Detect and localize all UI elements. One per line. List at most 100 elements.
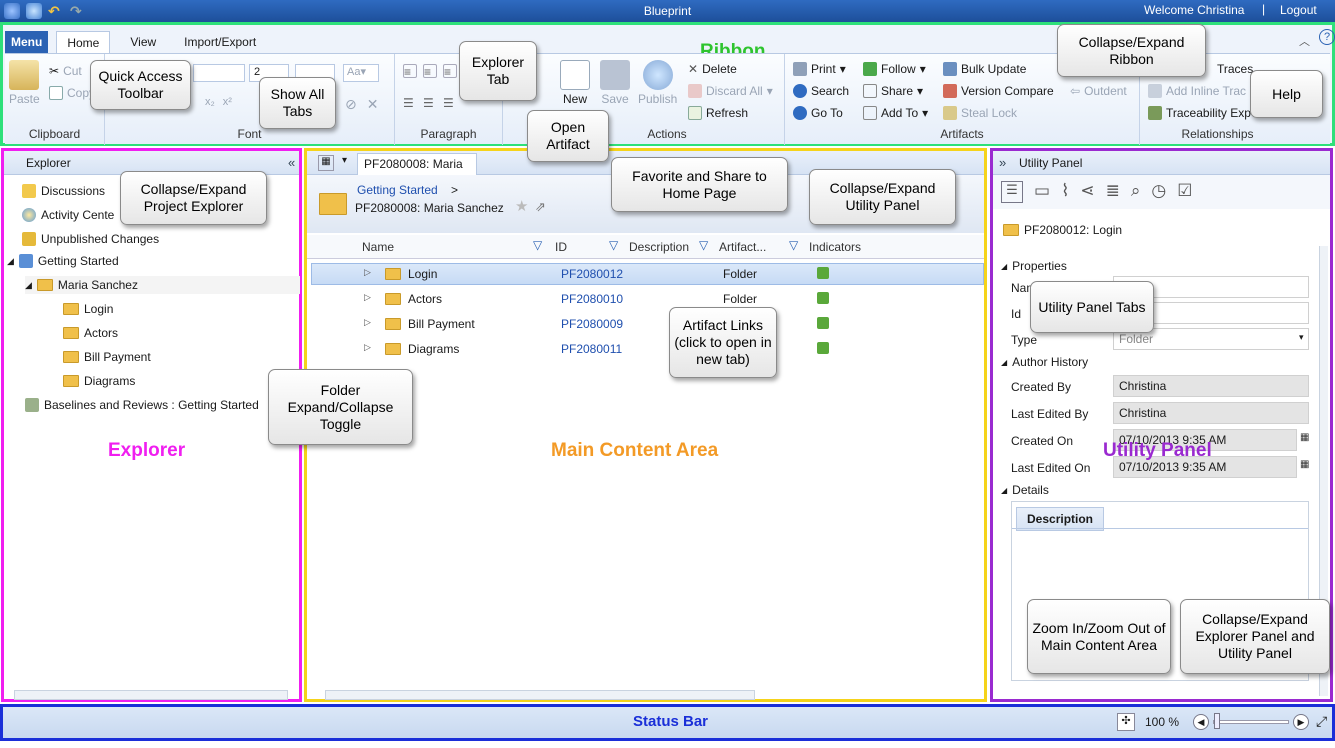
filter-icon[interactable]: ▽: [789, 238, 799, 252]
expand-toggle-icon[interactable]: ▷: [364, 317, 371, 327]
breadcrumb-link[interactable]: Getting Started: [357, 183, 438, 197]
superscript-icon[interactable]: x²: [222, 96, 232, 108]
help-icon[interactable]: ?: [1319, 29, 1335, 45]
paste-button[interactable]: Paste: [9, 60, 40, 106]
discussions-tab-icon[interactable]: ▭: [1034, 181, 1051, 200]
artifact-link[interactable]: PF2080010: [561, 292, 624, 306]
tab-view[interactable]: View: [130, 35, 157, 49]
show-all-tabs-icon[interactable]: ▦: [318, 155, 334, 171]
fit-to-window-icon[interactable]: ✣: [1117, 713, 1135, 731]
tab-dropdown-icon[interactable]: ▾: [342, 155, 348, 166]
zoom-out-icon[interactable]: ◀: [1193, 714, 1209, 730]
expand-toggle-icon[interactable]: ▷: [364, 267, 371, 277]
utility-scrollbar[interactable]: [1319, 246, 1328, 696]
font-family-select[interactable]: [193, 64, 245, 82]
subscript-icon[interactable]: x₂: [205, 96, 215, 108]
collapse-ribbon-icon[interactable]: ︿: [1299, 36, 1310, 48]
expand-toggle-icon[interactable]: ▷: [364, 342, 371, 352]
review-tab-icon[interactable]: ☑: [1177, 181, 1193, 200]
new-button[interactable]: New: [560, 60, 590, 106]
tree-item-getting-started[interactable]: ◢Getting Started: [7, 252, 119, 270]
description-tab[interactable]: Description: [1016, 507, 1105, 531]
tree-item-login[interactable]: Login: [63, 300, 113, 318]
insert-link-icon[interactable]: ⊘: [345, 96, 357, 112]
delete-button[interactable]: ✕Delete: [688, 62, 737, 76]
copy-button[interactable]: Copy: [49, 86, 95, 100]
align-right-icon[interactable]: ☰: [443, 96, 454, 110]
save-button[interactable]: Save: [600, 60, 630, 106]
indent-icon[interactable]: ≡: [443, 64, 457, 79]
add-inline-trace-button[interactable]: Add Inline Trac: [1148, 84, 1246, 98]
attachments-tab-icon[interactable]: ⌇: [1061, 181, 1070, 200]
traces-button[interactable]: Traces: [1217, 62, 1253, 76]
author-history-section[interactable]: ◢Author History: [1001, 355, 1089, 369]
tree-item-activity-center[interactable]: Activity Cente: [22, 203, 298, 227]
zoom-slider-handle[interactable]: [1214, 713, 1220, 729]
expand-toggle-icon[interactable]: ▷: [364, 292, 371, 302]
cut-button[interactable]: ✂Cut: [49, 64, 82, 78]
zoom-slider[interactable]: [1213, 720, 1289, 724]
filter-icon[interactable]: ▽: [699, 238, 709, 252]
history-tab-icon[interactable]: ≣: [1105, 181, 1120, 200]
explorer-scrollbar[interactable]: [14, 690, 288, 700]
follow-button[interactable]: Follow▾: [863, 62, 926, 76]
description-editor[interactable]: [1012, 528, 1308, 678]
properties-section[interactable]: ◢Properties: [1001, 259, 1067, 273]
chevron-down-icon[interactable]: ▾: [1299, 332, 1304, 342]
steal-lock-button[interactable]: Steal Lock: [943, 106, 1017, 120]
column-id[interactable]: ID: [555, 240, 567, 254]
artifact-link[interactable]: PF2080009: [561, 317, 624, 331]
clock-tab-icon[interactable]: ◷: [1151, 181, 1167, 200]
tree-item-baselines[interactable]: Baselines and Reviews : Getting Started: [25, 396, 259, 414]
share-button[interactable]: Share▾: [863, 84, 923, 98]
app-logo-icon[interactable]: [4, 3, 20, 19]
redo-icon[interactable]: ↷: [70, 3, 82, 19]
prop-type-select[interactable]: Folder: [1113, 328, 1309, 350]
artifact-link[interactable]: PF2080011: [561, 342, 623, 356]
undo-icon[interactable]: ↶: [48, 3, 60, 19]
artifact-tab[interactable]: PF2080008: Maria: [357, 153, 477, 175]
share-home-icon[interactable]: ⇗: [535, 199, 546, 214]
tab-menu[interactable]: Menu: [5, 31, 49, 53]
numbered-list-icon[interactable]: ≡: [423, 64, 437, 79]
font-color-button[interactable]: Aa▾: [343, 64, 379, 82]
table-row[interactable]: [311, 263, 984, 285]
filter-icon[interactable]: ▽: [533, 238, 543, 252]
logout-link[interactable]: Logout: [1280, 3, 1317, 17]
collapse-arrow-icon[interactable]: ◢: [25, 279, 32, 290]
go-to-button[interactable]: Go To: [793, 106, 843, 120]
expand-panels-icon[interactable]: ⤢: [1316, 713, 1328, 729]
search-button[interactable]: Search: [793, 84, 849, 98]
tab-import-export[interactable]: Import/Export: [184, 35, 257, 49]
publish-quick-icon[interactable]: [26, 3, 42, 19]
bullet-list-icon[interactable]: ≡: [403, 64, 417, 79]
align-left-icon[interactable]: ☰: [403, 96, 414, 110]
column-artifact-type[interactable]: Artifact...: [719, 240, 767, 254]
favorite-star-icon[interactable]: ★: [515, 198, 529, 215]
collapse-explorer-icon[interactable]: «: [288, 155, 296, 170]
column-description[interactable]: Description: [629, 240, 690, 254]
tree-item-diagrams[interactable]: Diagrams: [63, 372, 135, 390]
tab-home[interactable]: Home: [56, 31, 111, 53]
refresh-button[interactable]: Refresh: [688, 106, 748, 120]
print-button[interactable]: Print▾: [793, 62, 846, 76]
tree-item-maria-sanchez[interactable]: ◢Maria Sanchez: [25, 276, 300, 294]
properties-tab-icon[interactable]: ☰: [1001, 181, 1023, 203]
publish-button[interactable]: Publish: [638, 60, 677, 106]
tree-item-actors[interactable]: Actors: [63, 324, 118, 342]
remove-format-icon[interactable]: ✕: [366, 96, 379, 112]
add-to-button[interactable]: Add To▾: [863, 106, 928, 120]
details-section[interactable]: ◢Details: [1001, 483, 1049, 497]
bulk-update-button[interactable]: Bulk Update: [943, 62, 1026, 76]
collapse-utility-icon[interactable]: »: [999, 155, 1007, 170]
main-scrollbar[interactable]: [325, 690, 755, 700]
traceability-explorer-button[interactable]: Traceability Exp: [1148, 106, 1251, 120]
discard-all-button[interactable]: Discard All▾: [688, 84, 773, 98]
column-name[interactable]: Name: [362, 240, 395, 254]
relationships-tab-icon[interactable]: ⋖: [1080, 181, 1095, 200]
collapse-arrow-icon[interactable]: ◢: [7, 255, 14, 266]
search-tab-icon[interactable]: ⌕: [1130, 181, 1141, 200]
